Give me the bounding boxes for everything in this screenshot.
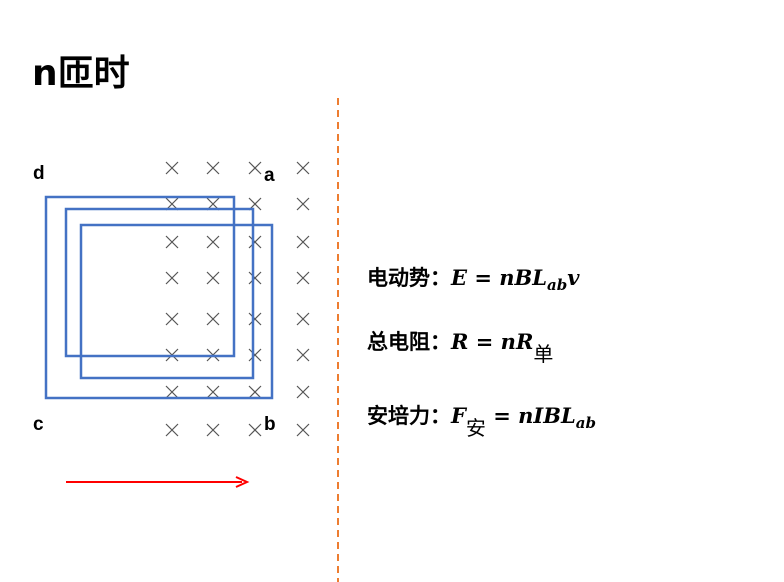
- eq-sub-cn: 安: [465, 416, 486, 440]
- eq-label: 电动势：: [367, 266, 451, 290]
- field-cross-icon: [165, 423, 179, 437]
- eq-label: 安培力：: [367, 404, 451, 428]
- field-cross-icon: [248, 161, 262, 175]
- label-a: a: [264, 165, 275, 186]
- eq-lhs: F: [451, 403, 466, 428]
- eq-lhs: R: [451, 329, 469, 354]
- slide-title: n匝时: [32, 53, 130, 94]
- label-d: d: [33, 163, 45, 184]
- field-cross-icon: [296, 348, 310, 362]
- resistance-equation: 总电阻：R = nR单: [367, 326, 553, 367]
- field-cross-icon: [296, 235, 310, 249]
- ampere-force-equation: 安培力：F安 = nIBLab: [367, 400, 596, 441]
- eq-lhs: E: [451, 265, 468, 290]
- field-cross-icon: [296, 161, 310, 175]
- field-cross-icon: [206, 312, 220, 326]
- field-cross-icon: [248, 312, 262, 326]
- label-c: c: [33, 414, 44, 435]
- eq-rhs: = nR: [475, 329, 534, 354]
- field-cross-icon: [296, 385, 310, 399]
- emf-equation: 电动势：E = nBLabv: [367, 262, 579, 294]
- field-cross-icon: [296, 423, 310, 437]
- field-cross-icon: [206, 271, 220, 285]
- field-cross-icon: [206, 235, 220, 249]
- coil: [44, 195, 274, 400]
- eq-label: 总电阻：: [367, 330, 451, 354]
- field-cross-icon: [296, 271, 310, 285]
- field-cross-icon: [165, 235, 179, 249]
- arrow-head-icon: [235, 476, 250, 488]
- eq-sub: ab: [575, 414, 596, 432]
- field-cross-icon: [165, 385, 179, 399]
- field-cross-icon: [248, 235, 262, 249]
- eq-rhs: = nBL: [474, 265, 548, 290]
- field-cross-icon: [248, 348, 262, 362]
- eq-sub: 单: [533, 342, 554, 366]
- field-cross-icon: [296, 312, 310, 326]
- magnetic-field-crosses: [165, 161, 310, 437]
- coil-turns: [44, 195, 274, 400]
- field-cross-icon: [165, 312, 179, 326]
- eq-rhs: = nIBL: [493, 403, 576, 428]
- eq-tail: v: [567, 265, 580, 290]
- velocity-arrow: [66, 476, 250, 488]
- field-cross-icon: [248, 385, 262, 399]
- field-cross-icon: [165, 271, 179, 285]
- field-cross-icon: [296, 197, 310, 211]
- field-cross-icon: [248, 271, 262, 285]
- label-b: b: [264, 414, 276, 435]
- field-cross-icon: [165, 161, 179, 175]
- field-cross-icon: [248, 423, 262, 437]
- field-cross-icon: [206, 423, 220, 437]
- field-cross-icon: [206, 385, 220, 399]
- field-cross-icon: [206, 161, 220, 175]
- eq-sub: ab: [547, 276, 568, 294]
